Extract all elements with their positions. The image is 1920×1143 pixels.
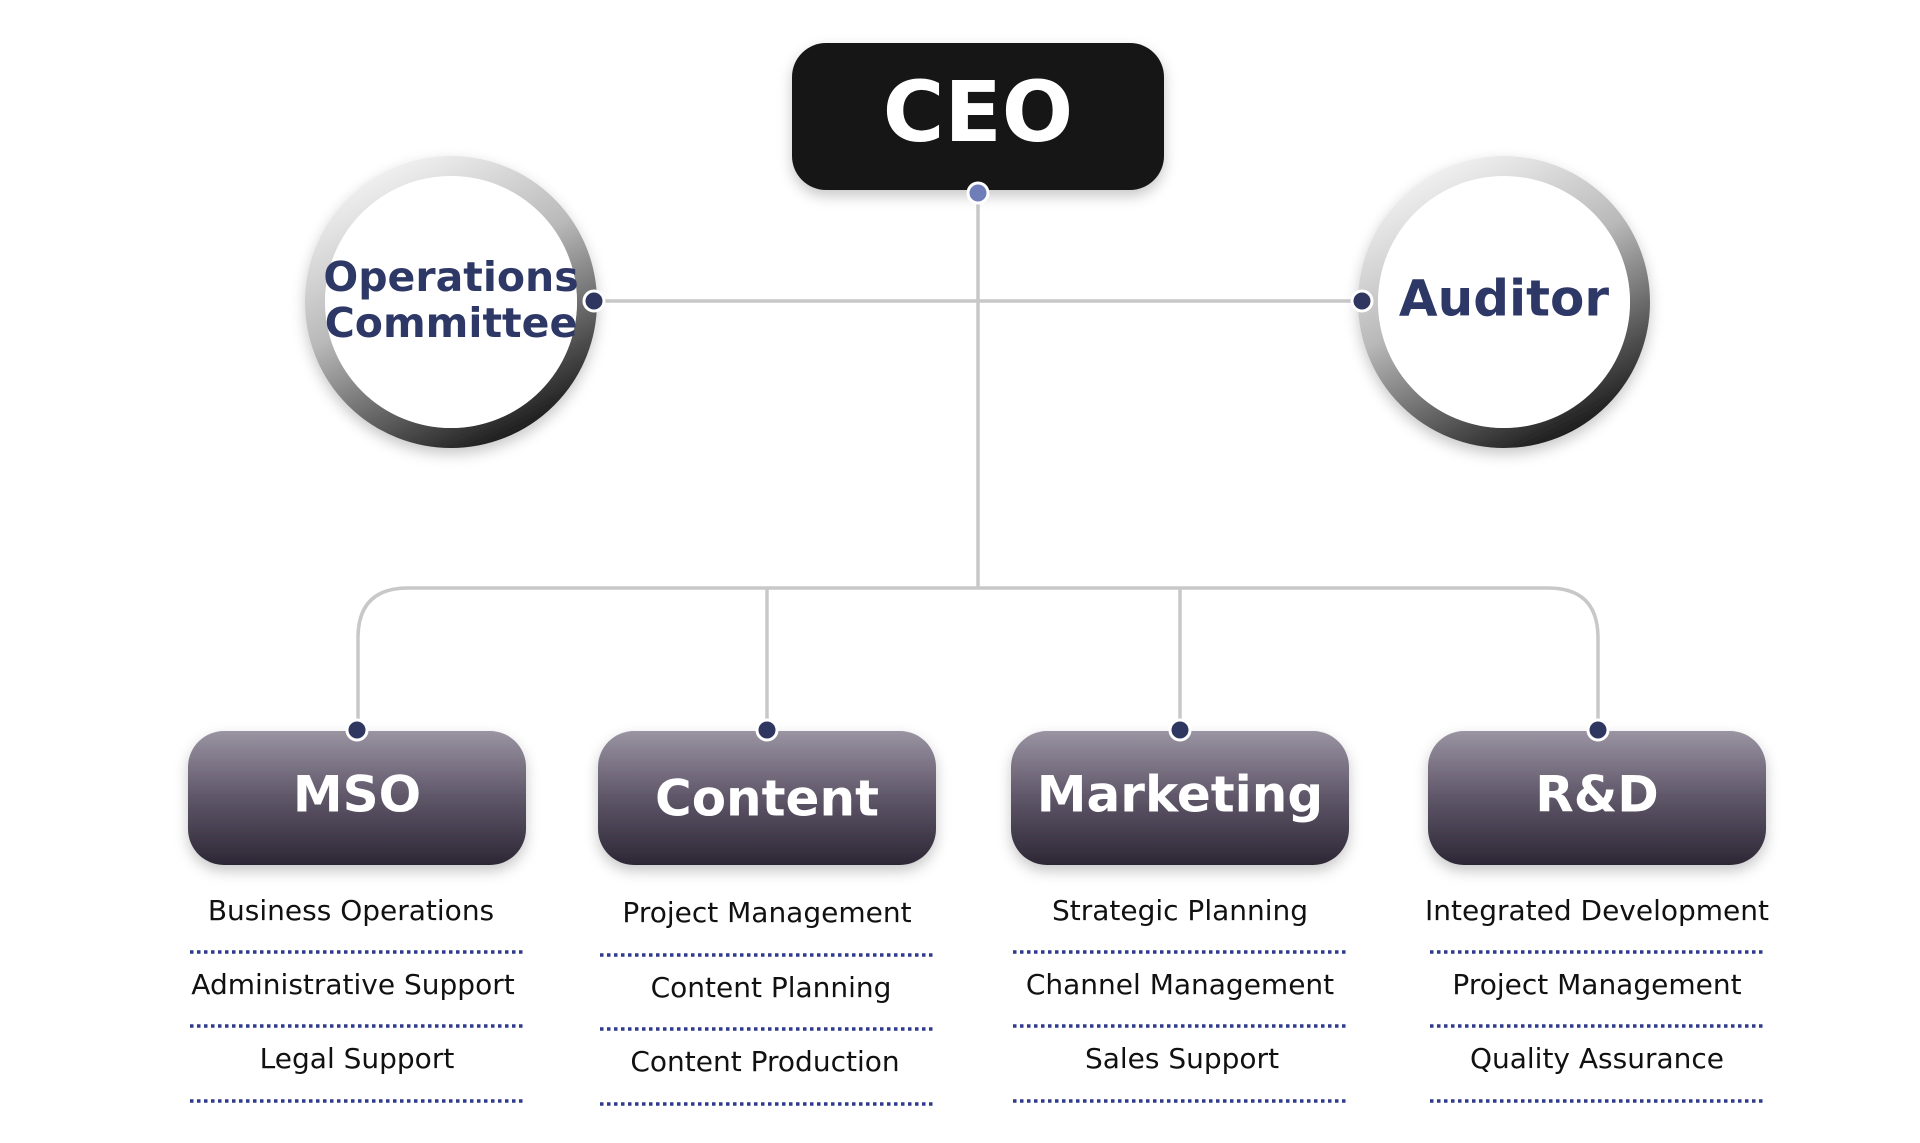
department-label: Content xyxy=(655,770,879,828)
operations-committee-fill xyxy=(325,176,577,428)
operations-committee-node: Operations Committee xyxy=(305,156,606,448)
auditor-connector-dot xyxy=(1350,289,1374,313)
department-connector-dot xyxy=(345,718,369,742)
department-rnd: R&D Integrated Development Project Manag… xyxy=(1425,718,1769,1103)
department-connector-dot xyxy=(1586,718,1610,742)
department-item: Integrated Development xyxy=(1425,894,1769,927)
department-box xyxy=(1011,731,1349,865)
department-connector-dot xyxy=(755,718,779,742)
department-item: Content Planning xyxy=(651,971,892,1004)
department-item: Legal Support xyxy=(260,1042,455,1075)
department-mso: MSO Business Operations Administrative S… xyxy=(188,718,526,1103)
department-item: Project Management xyxy=(622,896,911,929)
department-marketing: Marketing Strategic Planning Channel Man… xyxy=(1011,718,1349,1103)
ceo-node: CEO xyxy=(792,43,1164,205)
department-item: Sales Support xyxy=(1085,1042,1279,1075)
auditor-fill xyxy=(1378,176,1630,428)
department-item: Content Production xyxy=(630,1045,899,1078)
department-item: Strategic Planning xyxy=(1052,894,1308,927)
department-content: Content Project Management Content Plann… xyxy=(598,718,936,1106)
department-item: Project Management xyxy=(1452,968,1741,1001)
department-item: Quality Assurance xyxy=(1470,1042,1724,1075)
auditor-label: Auditor xyxy=(1399,270,1609,328)
ceo-connector-dot xyxy=(966,181,990,205)
department-box xyxy=(1428,731,1766,865)
operations-committee-label-line2: Committee xyxy=(325,299,578,347)
ceo-box xyxy=(792,43,1164,190)
ceo-label: CEO xyxy=(883,63,1073,161)
department-item: Administrative Support xyxy=(191,968,514,1001)
department-box xyxy=(188,731,526,865)
connector-lines xyxy=(356,193,1600,730)
department-item: Channel Management xyxy=(1026,968,1334,1001)
department-connector-dot xyxy=(1168,718,1192,742)
operations-committee-label-line1: Operations xyxy=(323,253,578,301)
operations-committee-connector-dot xyxy=(582,289,606,313)
department-item: Business Operations xyxy=(208,894,494,927)
auditor-node: Auditor xyxy=(1350,156,1650,448)
department-label: MSO xyxy=(293,766,421,824)
department-label: Marketing xyxy=(1037,766,1323,824)
department-box xyxy=(598,731,936,865)
branch-line-mso xyxy=(356,586,1600,730)
department-label: R&D xyxy=(1535,766,1659,824)
